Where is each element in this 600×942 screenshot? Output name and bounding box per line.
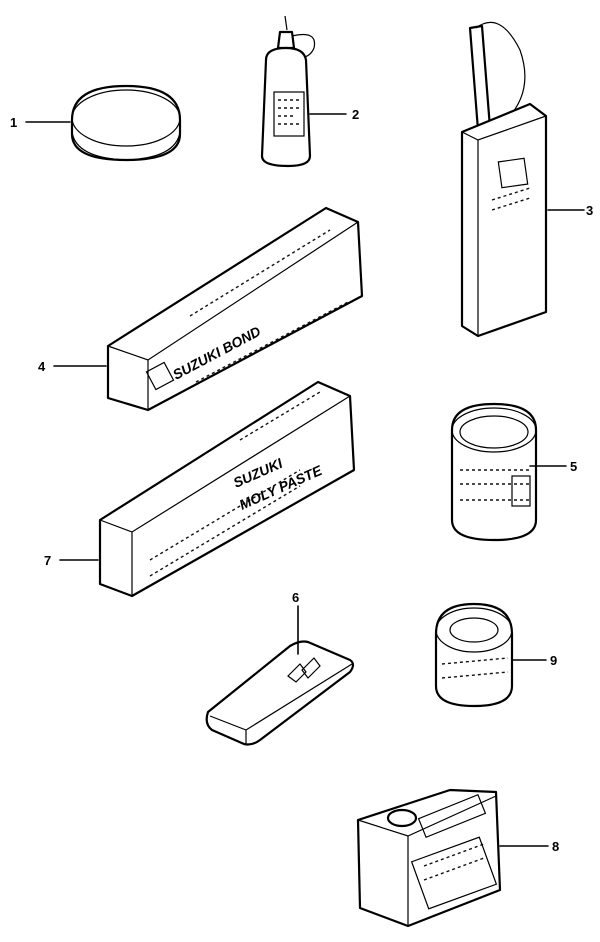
callout-4: 4	[38, 359, 46, 374]
callout-6: 6	[292, 590, 299, 605]
callout-8: 8	[552, 839, 559, 854]
part-1-disc-tin	[70, 84, 182, 162]
part-5-medium-can	[450, 402, 538, 542]
callout-7: 7	[44, 553, 51, 568]
part-6-flat-box	[205, 640, 355, 746]
part-7-paste-box: SUZUKI MOLY PASTE	[98, 380, 356, 598]
callout-5: 5	[570, 459, 577, 474]
part-9-small-can	[434, 602, 514, 708]
part-3-tall-can	[460, 21, 548, 338]
callout-9: 9	[550, 653, 557, 668]
callout-3: 3	[586, 203, 593, 218]
part-2-oil-bottle	[260, 15, 316, 168]
callout-2: 2	[352, 107, 359, 122]
part-4-bond-box: SUZUKI BOND	[106, 206, 364, 412]
part-8-rect-can	[356, 788, 502, 928]
callout-1: 1	[10, 115, 17, 130]
